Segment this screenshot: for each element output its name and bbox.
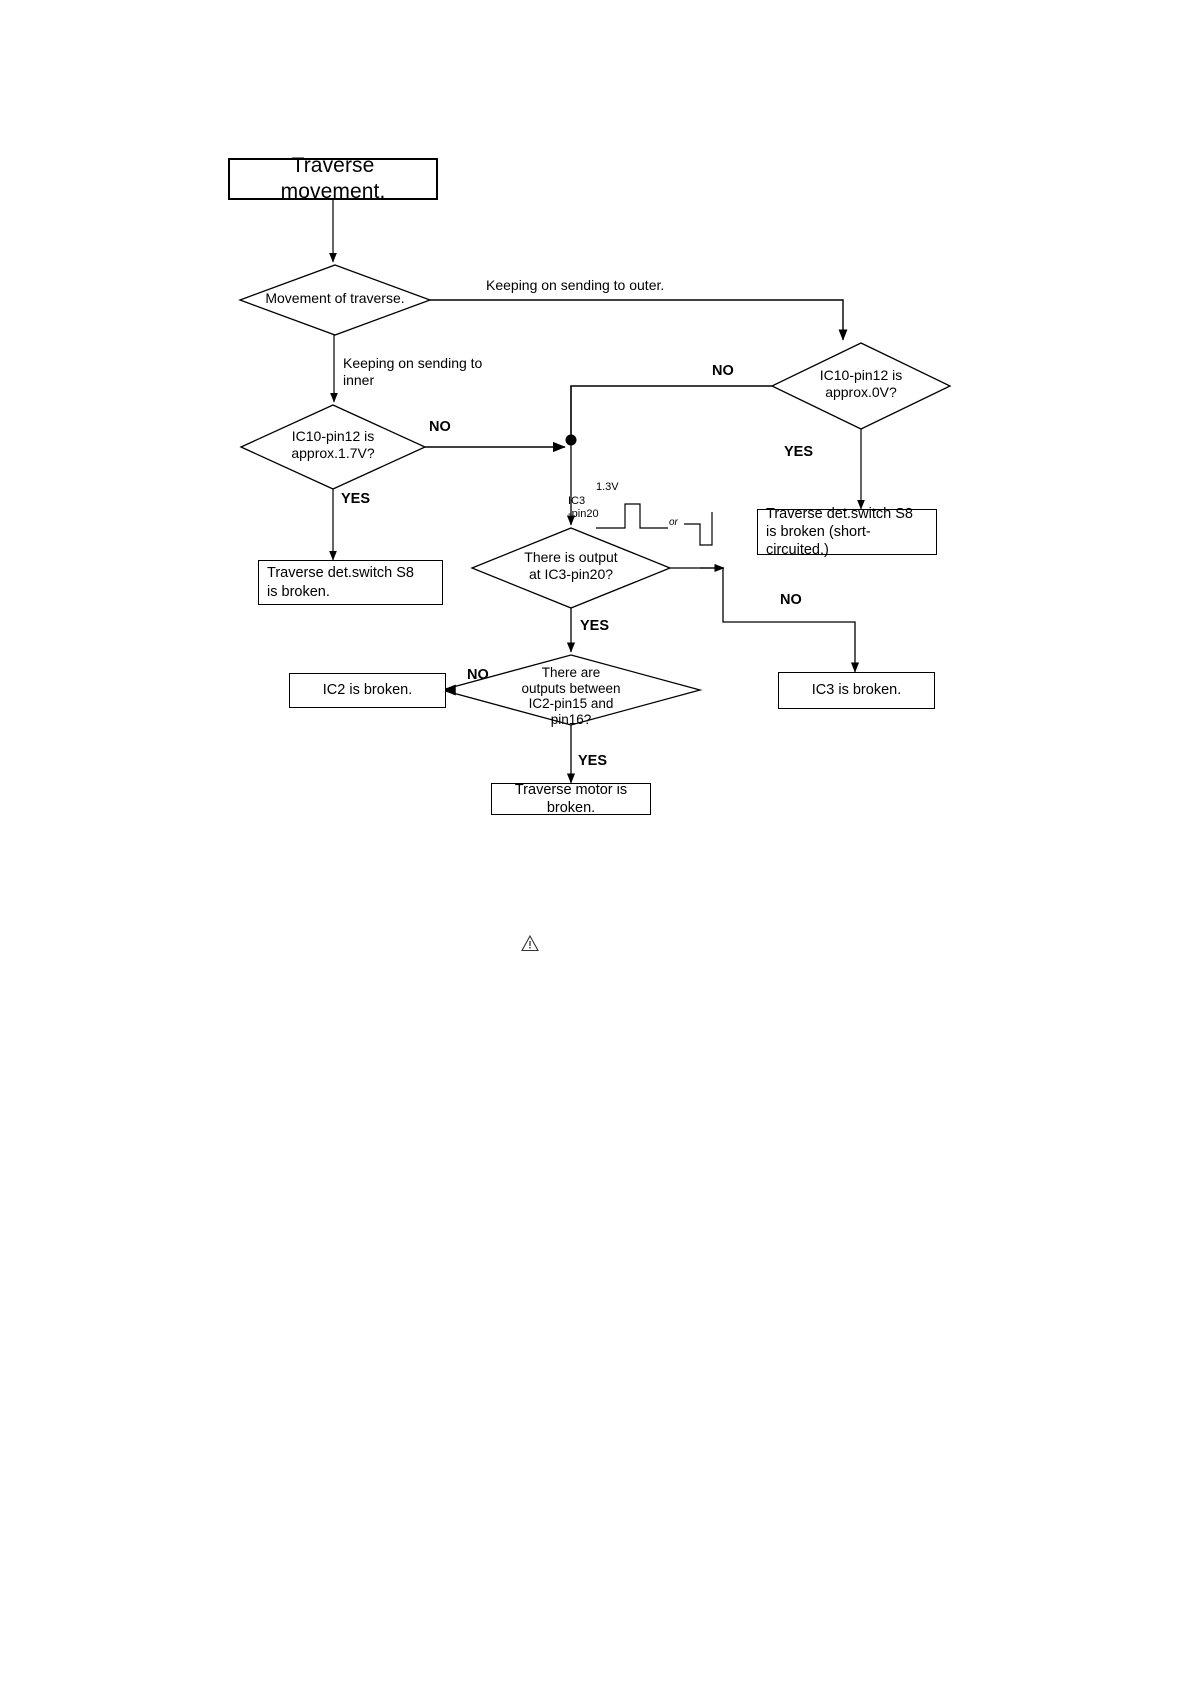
terminal-ic2-broken-label: IC2 is broken. (322, 682, 413, 699)
diamond-ic10-pin12-0v-label: IC10-pin12 is approx.0V? (819, 367, 903, 400)
terminal-s8-short: Traverse det.switch S8 is broken (short-… (757, 506, 937, 558)
edge-label-yes-3: YES (580, 618, 610, 634)
warning-triangle-icon (521, 934, 539, 957)
terminal-ic3-broken-label: IC3 is broken. (811, 682, 902, 699)
terminal-s8-short-label: Traverse det.switch S8 is broken (short-… (766, 505, 913, 559)
edge-movement-to-outer (430, 299, 848, 341)
junction-dot (565, 434, 577, 446)
diamond-ic10-pin12-1v7-label: IC10-pin12 is approx.1.7V? (291, 428, 375, 461)
edge-label-no-4: NO (467, 667, 489, 683)
edge-0v-no-to-junction (570, 385, 772, 440)
terminal-s8-broken-label: Traverse det.switch S8 is broken. (267, 565, 414, 600)
edge-label-keeping-outer: Keeping on sending to outer. (486, 277, 665, 293)
edge-label-no-2: NO (712, 363, 734, 379)
edge-label-yes-2: YES (341, 491, 371, 507)
waveform-pin-label: IC3 -pin20 (568, 495, 599, 520)
edge-ic3-no-to-ic3-broken (670, 567, 860, 673)
edge-label-no-1: NO (429, 419, 451, 435)
waveform-voltage-label: 1.3V (596, 481, 619, 493)
edge-label-yes-4: YES (578, 753, 608, 769)
start-box: Traverse movement. (228, 154, 438, 203)
terminal-motor-broken: Traverse motor is broken. (491, 781, 651, 816)
edge-label-keeping-inner: Keeping on sending to inner (343, 355, 483, 388)
diamond-output-ic3-pin20-label: There is output at IC3-pin20? (524, 549, 618, 582)
diamond-movement-of-traverse-label: Movement of traverse. (265, 290, 405, 306)
start-box-label: Traverse movement. (280, 153, 386, 203)
terminal-ic2-broken: IC2 is broken. (289, 673, 446, 708)
waveform-pulse-1 (596, 503, 668, 529)
edge-label-yes-1: YES (784, 444, 814, 460)
terminal-s8-broken: Traverse det.switch S8 is broken. (258, 560, 443, 605)
diamond-outputs-ic2-pins-label: There are outputs between IC2-pin15 and … (521, 665, 621, 727)
waveform-or-label: or (669, 517, 678, 528)
terminal-ic3-broken: IC3 is broken. (778, 672, 935, 709)
waveform-pulse-2 (684, 512, 713, 546)
edge-label-no-3: NO (780, 592, 802, 608)
terminal-motor-broken-label: Traverse motor is broken. (514, 781, 628, 816)
